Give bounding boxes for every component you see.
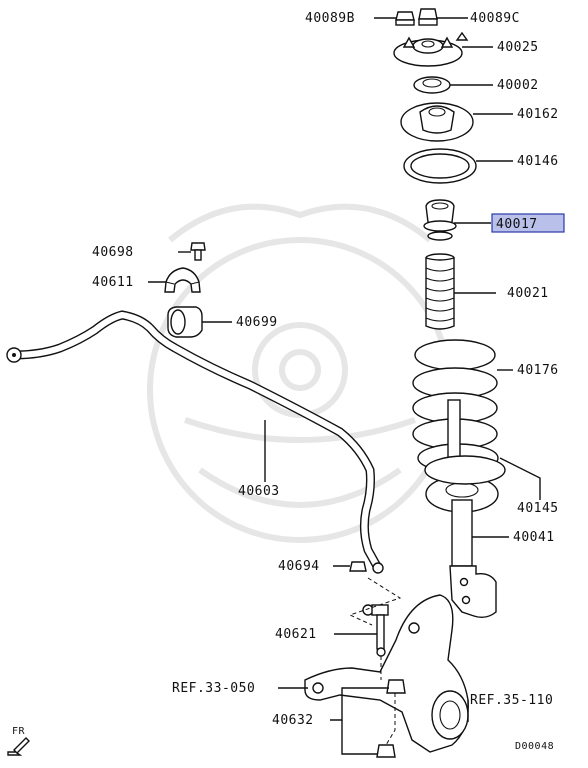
label-40632[interactable]: 40632 bbox=[272, 713, 314, 728]
label-40146[interactable]: 40146 bbox=[517, 154, 559, 169]
bracket-40611[interactable] bbox=[164, 267, 201, 293]
bearing-40002[interactable] bbox=[413, 76, 451, 94]
label-40145[interactable]: 40145 bbox=[517, 501, 559, 516]
assembly-lines bbox=[348, 577, 402, 746]
leader-lines bbox=[148, 17, 541, 755]
nut-40089c[interactable] bbox=[418, 8, 438, 26]
label-40041[interactable]: 40041 bbox=[513, 530, 555, 545]
selected-part-highlight bbox=[491, 213, 565, 233]
label-40017[interactable]: 40017 bbox=[496, 217, 538, 232]
diagram-code: D00048 bbox=[515, 741, 554, 752]
nut-40632-upper[interactable] bbox=[386, 679, 406, 694]
front-arrow-icon bbox=[7, 737, 30, 756]
knuckle bbox=[304, 594, 469, 753]
label-40002[interactable]: 40002 bbox=[497, 78, 539, 93]
label-ref-33-050[interactable]: REF.33-050 bbox=[172, 681, 255, 696]
stabilizer-link-40621[interactable] bbox=[362, 604, 389, 657]
label-40176[interactable]: 40176 bbox=[517, 363, 559, 378]
label-40021[interactable]: 40021 bbox=[507, 286, 549, 301]
spring-lower-seat-40145[interactable] bbox=[424, 455, 506, 485]
label-40694[interactable]: 40694 bbox=[278, 559, 320, 574]
nut-40632-lower[interactable] bbox=[376, 744, 396, 758]
top-mount-40025[interactable] bbox=[393, 31, 469, 67]
label-40162[interactable]: 40162 bbox=[517, 107, 559, 122]
front-label: FR bbox=[12, 726, 26, 737]
label-40699[interactable]: 40699 bbox=[236, 315, 278, 330]
label-40611[interactable]: 40611 bbox=[92, 275, 134, 290]
label-40698[interactable]: 40698 bbox=[92, 245, 134, 260]
label-40603[interactable]: 40603 bbox=[238, 484, 280, 499]
spring-seat-40162[interactable] bbox=[400, 102, 474, 142]
bushing-40699[interactable] bbox=[167, 306, 203, 338]
label-ref-35-110[interactable]: REF.35-110 bbox=[470, 693, 553, 708]
stabilizer-bar-40603[interactable] bbox=[6, 310, 384, 574]
bolt-40698[interactable] bbox=[190, 242, 206, 261]
label-40621[interactable]: 40621 bbox=[275, 627, 317, 642]
spring-pad-40146[interactable] bbox=[403, 148, 477, 184]
strut-40041[interactable] bbox=[425, 399, 499, 619]
nut-40089b[interactable] bbox=[395, 11, 415, 26]
label-40025[interactable]: 40025 bbox=[497, 40, 539, 55]
dust-boot-40021[interactable] bbox=[425, 253, 455, 330]
nut-40694[interactable] bbox=[349, 561, 367, 572]
label-40089b[interactable]: 40089B bbox=[305, 11, 355, 26]
bump-stopper-40017[interactable] bbox=[423, 199, 457, 241]
label-40089c[interactable]: 40089C bbox=[470, 11, 520, 26]
